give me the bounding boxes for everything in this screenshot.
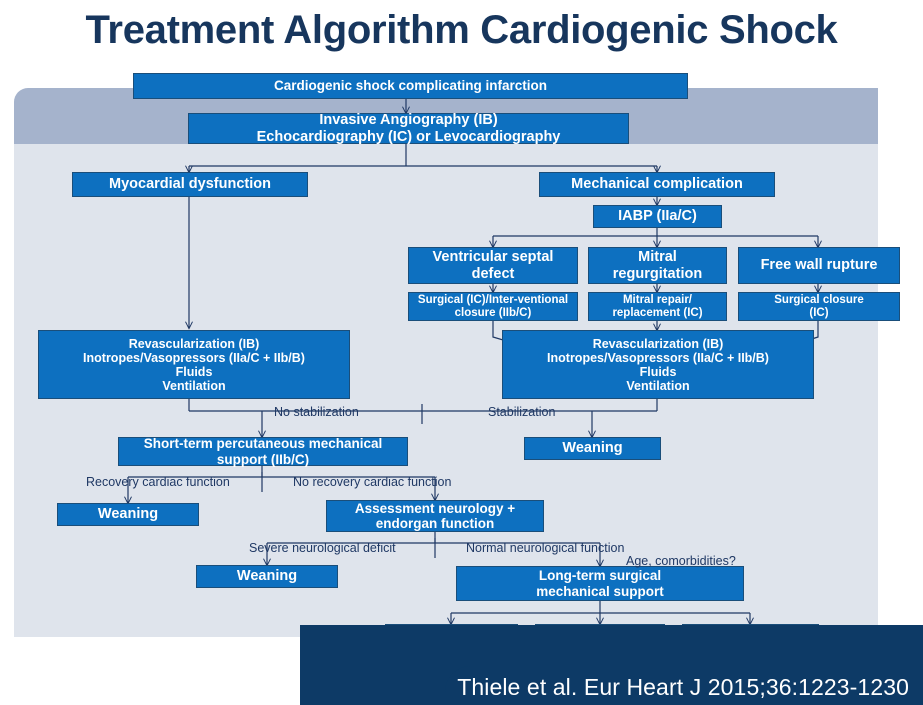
- node-mitral-repair-replacement[interactable]: Mitral repair/ replacement (IC): [588, 292, 727, 321]
- edge-label-severe-neurological-deficit: Severe neurological deficit: [249, 541, 396, 555]
- edge-label-no-recovery-cardiac-function: No recovery cardiac function: [293, 475, 452, 489]
- node-short-term-support[interactable]: Short-term percutaneous mechanical suppo…: [118, 436, 408, 467]
- edge-label-recovery-cardiac-function: Recovery cardiac function: [86, 475, 230, 489]
- node-iabp[interactable]: IABP (IIa/C): [593, 205, 722, 228]
- node-long-term-support[interactable]: Long-term surgical mechanical support: [456, 566, 744, 601]
- node-revascularization-left[interactable]: Revascularization (IB) Inotropes/Vasopre…: [38, 330, 350, 399]
- edge-label-no-stabilization: No stabilization: [274, 405, 359, 419]
- page-title: Treatment Algorithm Cardiogenic Shock: [85, 8, 838, 52]
- citation-banner-rounded-corner: [445, 666, 923, 705]
- node-mechanical-complication[interactable]: Mechanical complication: [539, 172, 775, 197]
- citation-text: Thiele et al. Eur Heart J 2015;36:1223-1…: [457, 674, 909, 700]
- node-myocardial-dysfunction[interactable]: Myocardial dysfunction: [72, 172, 308, 197]
- edge-label-age-comorbidities: Age, comorbidities?: [626, 554, 736, 568]
- edge-label-stabilization: Stabilization: [488, 405, 556, 419]
- node-cardiogenic-shock[interactable]: Cardiogenic shock complicating infarctio…: [133, 73, 688, 99]
- node-revascularization-right[interactable]: Revascularization (IB) Inotropes/Vasopre…: [502, 330, 814, 399]
- node-surgical-closure[interactable]: Surgical closure (IC): [738, 292, 900, 321]
- node-surgical-interventional-closure[interactable]: Surgical (IC)/Inter-ventional closure (I…: [408, 292, 578, 321]
- node-weaning-recovery[interactable]: Weaning: [57, 503, 199, 526]
- node-weaning-stabilization[interactable]: Weaning: [524, 437, 661, 460]
- node-invasive-angiography[interactable]: Invasive Angiography (IB) Echocardiograp…: [188, 112, 629, 145]
- node-ventricular-septal-defect[interactable]: Ventricular septal defect: [408, 247, 578, 284]
- node-mitral-regurgitation[interactable]: Mitral regurgitation: [588, 247, 727, 284]
- node-free-wall-rupture[interactable]: Free wall rupture: [738, 247, 900, 284]
- node-weaning-neuro-deficit[interactable]: Weaning: [196, 565, 338, 588]
- node-assessment-neurology[interactable]: Assessment neurology + endorgan function: [326, 500, 544, 532]
- edge-label-normal-neurological-function: Normal neurological function: [466, 541, 625, 555]
